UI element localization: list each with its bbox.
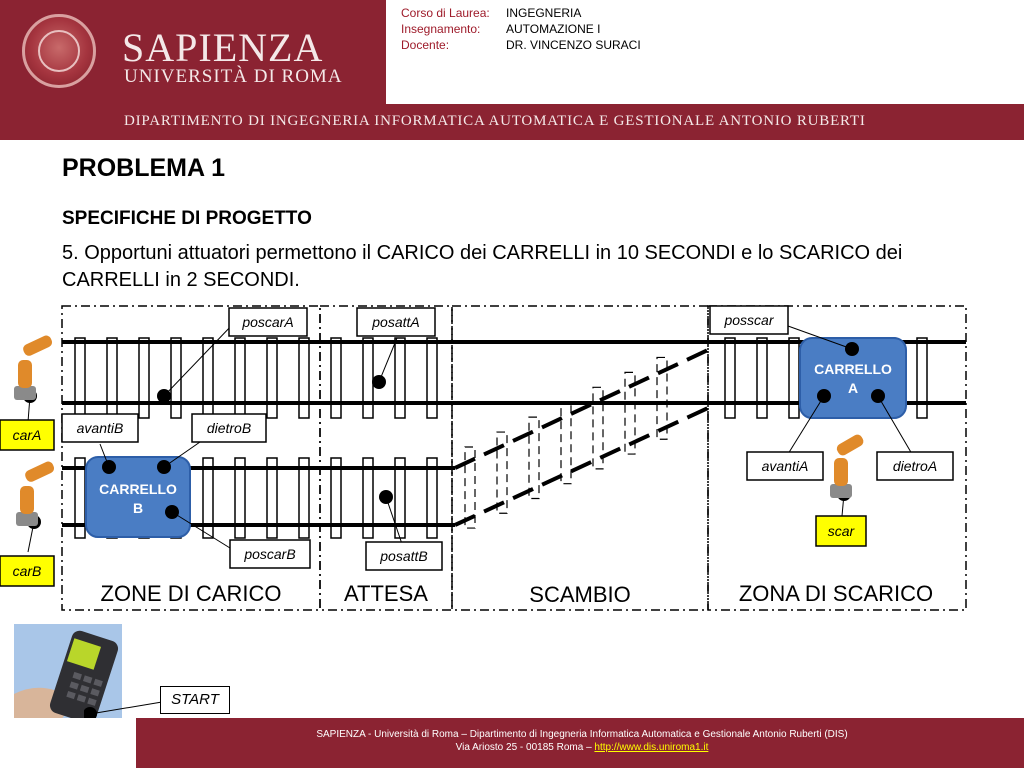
footer-left-gap [0, 718, 136, 768]
rail-tie [234, 457, 246, 539]
start-button-dot [84, 707, 97, 721]
sensor-leader-lines [27, 322, 913, 553]
rail-tie [170, 337, 182, 419]
course-value: INGEGNERIA [506, 6, 582, 20]
rail-tie [426, 337, 438, 419]
switch-tie [560, 401, 572, 485]
label-carB: carB [13, 563, 42, 579]
label-posattA: posattA [371, 314, 419, 330]
rail-diagram: CARRELLO A CARRELLO B [0, 305, 967, 611]
rail-tie [298, 457, 310, 539]
rail-tie [916, 337, 928, 419]
label-poscarB: poscarB [243, 546, 295, 562]
robot-arm-icon-scar [830, 434, 864, 498]
rail-tie [724, 337, 736, 419]
rail-tie [234, 337, 246, 419]
cart-b [85, 456, 191, 538]
switch-rail-upper [454, 348, 709, 470]
posattA-sensor-dot [372, 375, 386, 389]
department-band [0, 104, 1024, 140]
university-seal-inner-ring [38, 30, 80, 72]
rail-tie [426, 457, 438, 539]
switch-tie [624, 371, 636, 455]
teacher-label: Docente: [401, 38, 450, 52]
poscarA-sensor-dot [157, 389, 171, 403]
rail-tie [74, 337, 86, 419]
zone-labels: ZONE DI CARICO ATTESA SCAMBIO ZONA DI SC… [101, 581, 934, 607]
dietroB-sensor-dot [157, 460, 171, 474]
robot-arm-icon-carb [16, 461, 55, 526]
switch-tie [528, 416, 540, 500]
actuator-labels: carA carB scar [0, 419, 867, 587]
cart-a-label-1: CARRELLO [814, 361, 892, 377]
label-poscarA: poscarA [241, 314, 293, 330]
spec-paragraph: 5. Opportuni attuatori permettono il CAR… [62, 242, 903, 291]
label-scar: scar [828, 523, 856, 539]
avantiA-sensor-dot [817, 389, 831, 403]
footer-website-link[interactable]: http://www.dis.uniroma1.it [594, 742, 709, 753]
subject-label: Insegnamento: [401, 22, 481, 36]
dietroA-sensor-dot [871, 389, 885, 403]
start-label: START [160, 686, 230, 714]
robot-arm-icon-cara [14, 335, 53, 400]
footer-line-1: SAPIENZA - Università di Roma – Dipartim… [316, 729, 848, 740]
switch-tie [464, 446, 476, 529]
footer-band [0, 718, 1024, 768]
brand-subtitle: UNIVERSITÀ DI ROMA [124, 66, 343, 87]
posattB-sensor-dot [379, 490, 393, 504]
rail-tie [362, 457, 374, 539]
poscarB-sensor-dot [165, 505, 179, 519]
label-dietroA: dietroA [893, 458, 937, 474]
teacher-value: DR. VINCENZO SURACI [506, 38, 641, 52]
avantiB-sensor-dot [102, 460, 116, 474]
zone-borders [61, 305, 967, 611]
cart-a-label-2: A [848, 380, 858, 396]
section-subtitle: SPECIFICHE DI PROGETTO [62, 208, 312, 229]
sensor-labels: poscarA posattA posscar avantiB dietroB … [61, 305, 954, 571]
cart-b-label-1: CARRELLO [99, 481, 177, 497]
rail-tie [330, 337, 342, 419]
label-avantiB: avantiB [77, 420, 124, 436]
rail-tie [298, 337, 310, 419]
zone-label-attesa: ATTESA [344, 581, 428, 606]
rail-tie [202, 457, 214, 539]
label-posscar: posscar [723, 312, 774, 328]
rail-tie [330, 457, 342, 539]
label-carA: carA [13, 427, 42, 443]
sensor-dots [23, 342, 885, 529]
zone-label-scarico: ZONA DI SCARICO [739, 581, 933, 606]
rail-tie [138, 337, 150, 419]
rail-tie [394, 337, 406, 419]
zone-label-carico: ZONE DI CARICO [101, 581, 282, 606]
subject-value: AUTOMAZIONE I [506, 22, 601, 36]
rail-tie [266, 457, 278, 539]
rail-tie [756, 337, 768, 419]
start-leader [84, 701, 163, 721]
cart-b-label-2: B [133, 500, 143, 516]
label-posattB: posattB [379, 548, 427, 564]
rail-tie [266, 337, 278, 419]
footer-address: Via Ariosto 25 - 00185 Roma – [455, 742, 595, 753]
switch-tie [592, 386, 604, 470]
rail-tie [106, 337, 118, 419]
course-label: Corso di Laurea: [401, 6, 490, 20]
posscar-sensor-dot [845, 342, 859, 356]
department-name: DIPARTIMENTO DI INGEGNERIA INFORMATICA A… [124, 113, 866, 129]
label-dietroB: dietroB [207, 420, 251, 436]
switch-rail-lower [454, 406, 709, 527]
page-title: PROBLEMA 1 [62, 154, 225, 182]
teach-pendant-photo [14, 624, 122, 728]
zone-label-scambio: SCAMBIO [529, 582, 630, 607]
rail-tie [362, 337, 374, 419]
footer-line-2: Via Ariosto 25 - 00185 Roma – http://www… [140, 742, 1024, 753]
switch-tie [656, 356, 668, 440]
switch-tie [496, 431, 508, 514]
brand-name: SAPIENZA [122, 25, 324, 70]
rail-tie [788, 337, 800, 419]
label-avantiA: avantiA [762, 458, 809, 474]
